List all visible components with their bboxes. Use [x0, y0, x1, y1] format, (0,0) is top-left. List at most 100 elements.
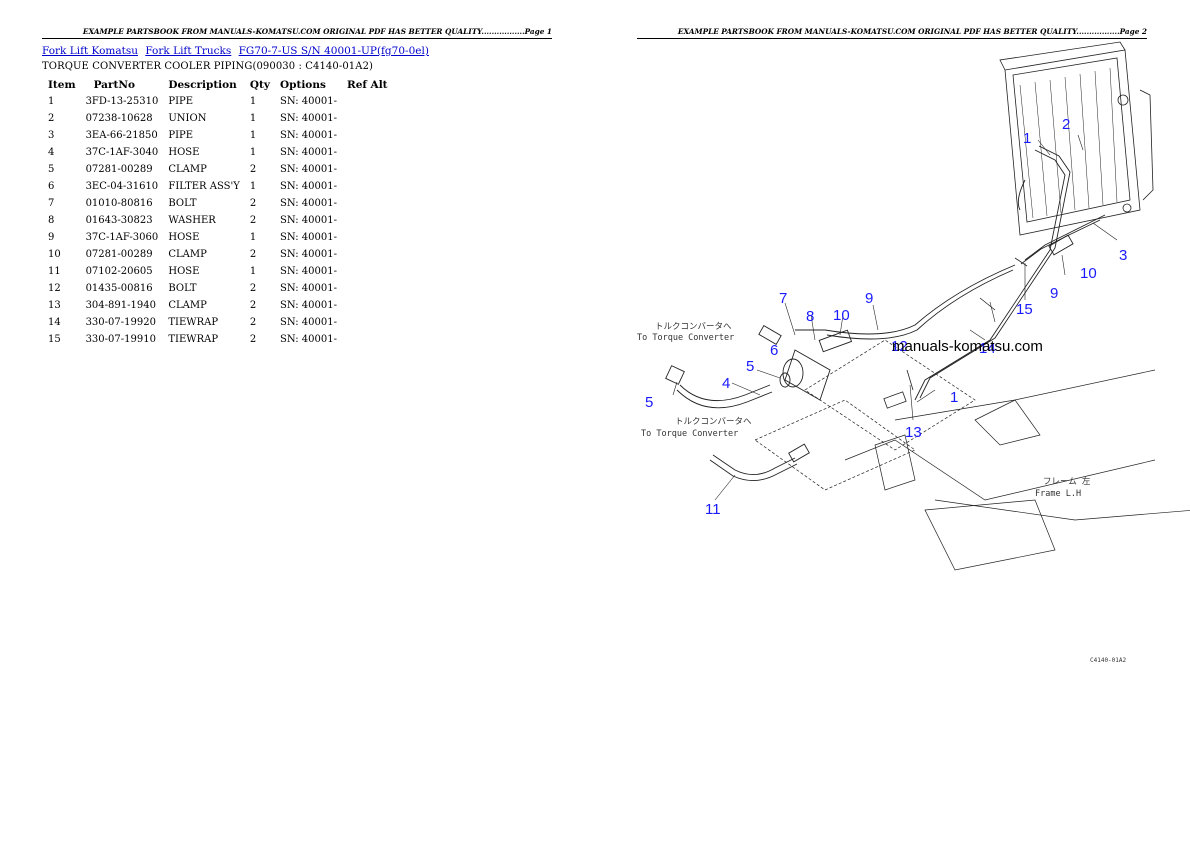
cell-description: HOSE [168, 232, 200, 243]
cell-ref-alt [341, 93, 392, 110]
page-header: EXAMPLE PARTSBOOK FROM MANUALS-KOMATSU.C… [637, 26, 1147, 39]
page-header: EXAMPLE PARTSBOOK FROM MANUALS-KOMATSU.C… [42, 26, 552, 39]
callout-14: 14 [979, 340, 996, 357]
breadcrumb-link-fork-lift-trucks[interactable]: Fork Lift Trucks [145, 45, 232, 57]
cell-partno: 304-891-1940 [85, 300, 156, 311]
callout-6: 6 [770, 342, 778, 359]
cell-partno: 07238-10628 [85, 113, 153, 124]
cell-options: SN: 40001- [279, 147, 337, 158]
cell-description: BOLT [168, 283, 197, 294]
radiator [999, 41, 1154, 236]
column-header-qty: Qty [249, 78, 270, 91]
cell-qty: 2 [249, 317, 257, 328]
cell-qty: 1 [249, 96, 257, 107]
cell-description: PIPE [168, 130, 194, 141]
column-header-options: Options [279, 78, 326, 91]
clamps [883, 257, 1028, 409]
breadcrumb-link-model[interactable]: FG70-7-US S/N 40001-UP(fg70-0el) [238, 45, 429, 57]
cell-qty: 1 [249, 147, 257, 158]
cell-description: CLAMP [168, 164, 207, 175]
cell-item: 1 [48, 96, 55, 107]
section-title: TORQUE CONVERTER COOLER PIPING(090030 : … [42, 61, 374, 72]
callout-3: 3 [1119, 247, 1127, 264]
breadcrumb-link-fork-lift-komatsu[interactable]: Fork Lift Komatsu [42, 45, 138, 57]
cell-description: TIEWRAP [168, 317, 219, 328]
diagram-labels: トルクコンバータへ To Torque Converter トルクコンバータへ … [637, 322, 1127, 664]
column-header-partno: PartNo [93, 78, 135, 91]
callout-8: 8 [806, 308, 814, 325]
cell-qty: 2 [249, 283, 257, 294]
cell-options: SN: 40001- [279, 130, 337, 141]
cell-description: CLAMP [168, 300, 207, 311]
cell-ref-alt [341, 144, 392, 161]
cell-partno: 3FD-13-25310 [85, 96, 159, 107]
cell-options: SN: 40001- [279, 232, 337, 243]
hose-4 [665, 365, 791, 409]
cell-qty: 1 [249, 232, 257, 243]
callout-2: 2 [1062, 116, 1070, 133]
callout-7: 7 [779, 290, 787, 307]
cell-partno: 07102-20605 [85, 266, 153, 277]
cell-partno: 07281-00289 [85, 164, 153, 175]
cell-options: SN: 40001- [279, 283, 337, 294]
watermark: manuals-komatsu.com [892, 338, 1043, 355]
breadcrumb: Fork Lift Komatsu Fork Lift Trucks FG70-… [42, 45, 433, 57]
cell-options: SN: 40001- [279, 198, 337, 209]
callout-1b: 1 [950, 389, 958, 406]
cell-description: BOLT [168, 198, 197, 209]
label-to-torque-converter-jp-2: トルクコンバータへ [675, 417, 752, 427]
cell-item: 11 [48, 266, 61, 277]
cell-qty: 2 [249, 249, 257, 260]
cell-options: SN: 40001- [279, 249, 337, 260]
column-header-description: Description [168, 78, 237, 91]
drawing-code: C4140-01A2 [1090, 657, 1127, 664]
cell-item: 3 [48, 130, 55, 141]
cell-ref-alt [341, 161, 392, 178]
cell-description: UNION [168, 113, 207, 124]
cell-item: 5 [48, 164, 55, 175]
callout-11: 11 [705, 501, 721, 518]
cell-options: SN: 40001- [279, 164, 337, 175]
cell-item: 13 [48, 300, 61, 311]
page-2: EXAMPLE PARTSBOOK FROM MANUALS-KOMATSU.C… [595, 0, 1190, 842]
cell-item: 10 [48, 249, 61, 260]
cell-options: SN: 40001- [279, 215, 337, 226]
callout-5: 5 [645, 394, 653, 411]
cell-ref-alt [341, 229, 392, 246]
cell-partno: 330-07-19920 [85, 317, 156, 328]
cell-description: TIEWRAP [168, 334, 219, 345]
cell-partno: 330-07-19910 [85, 334, 156, 345]
callout-5b: 5 [746, 358, 754, 375]
label-to-torque-converter-en-2: To Torque Converter [641, 429, 738, 439]
cell-qty: 1 [249, 130, 257, 141]
cell-description: FILTER ASS'Y [168, 181, 240, 192]
label-to-torque-converter-jp-1: トルクコンバータへ [655, 322, 732, 332]
cell-item: 15 [48, 334, 61, 345]
cell-options: SN: 40001- [279, 113, 337, 124]
cell-partno: 01010-80816 [85, 198, 153, 209]
cell-partno: 01435-00816 [85, 283, 153, 294]
cell-ref-alt [341, 127, 392, 144]
cell-qty: 2 [249, 300, 257, 311]
cell-ref-alt [341, 212, 392, 229]
cell-item: 12 [48, 283, 61, 294]
cell-ref-alt [341, 195, 392, 212]
label-frame-jp: フレーム 左 [1043, 476, 1091, 487]
cell-item: 6 [48, 181, 55, 192]
cell-qty: 2 [249, 334, 257, 345]
cell-item: 9 [48, 232, 55, 243]
callout-12: 12 [891, 338, 908, 355]
callout-10b: 10 [1080, 265, 1097, 282]
pipe-1 [914, 145, 1071, 401]
callout-13: 13 [905, 424, 922, 441]
